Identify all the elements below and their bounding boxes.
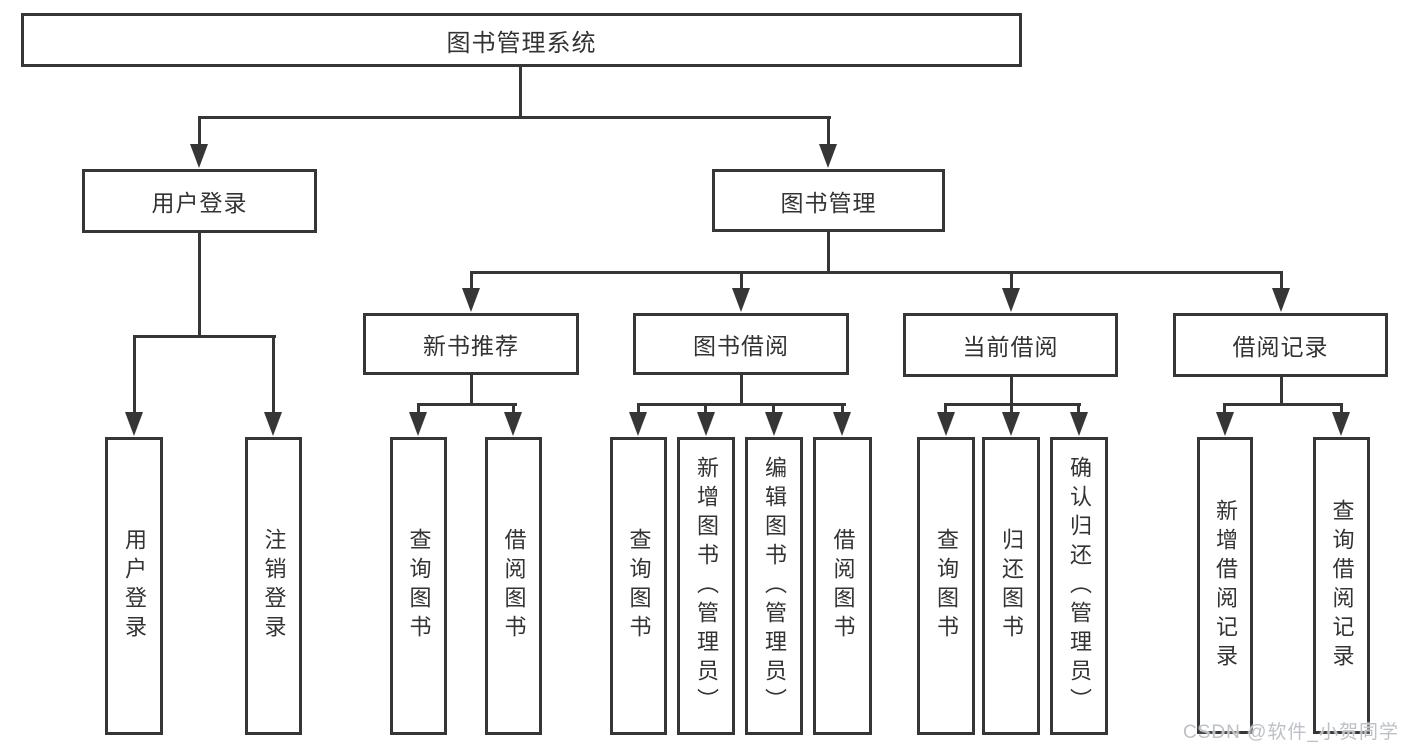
leaf-query-books-borrow: 查询图书	[610, 437, 667, 735]
arrow-to-leaf-edit-book-admin	[765, 412, 783, 436]
arrow-to-borrowing-records	[1272, 288, 1290, 312]
arrow-to-leaf-user-login	[125, 412, 143, 436]
connector-newbook-leaf2-stem	[512, 406, 515, 414]
node-current-borrowing: 当前借阅	[903, 313, 1118, 377]
connector-newbook-branch	[417, 403, 517, 406]
connector-records-leaf2-stem	[1340, 406, 1343, 414]
connector-login-stem	[198, 119, 201, 147]
node-root: 图书管理系统	[21, 13, 1022, 67]
arrow-to-user-login	[190, 144, 208, 168]
arrow-to-book-borrowing	[732, 288, 750, 312]
connector-login-trunk	[198, 233, 201, 337]
connector-newbook-stem	[470, 274, 473, 290]
connector-mgmt-stem	[827, 119, 830, 147]
leaf-add-book-admin: 新增图书（管理员）	[677, 437, 735, 735]
node-borrowing-records: 借阅记录	[1173, 313, 1388, 377]
arrow-to-leaf-query-books-current	[937, 412, 955, 436]
connector-currentborrow-branch	[944, 403, 1081, 406]
arrow-to-leaf-borrow-books	[833, 412, 851, 436]
leaf-borrow-books: 借阅图书	[813, 437, 872, 735]
node-book-management: 图书管理	[712, 169, 945, 232]
leaf-query-books-recommend: 查询图书	[390, 437, 447, 735]
connector-currentborrow-leaf1-stem	[944, 406, 947, 414]
leaf-query-borrow-record: 查询借阅记录	[1313, 437, 1370, 734]
leaf-query-books-current: 查询图书	[917, 437, 975, 735]
leaf-borrow-books-recommend: 借阅图书	[485, 437, 542, 735]
connector-currentborrow-leaf2-stem	[1010, 406, 1013, 414]
connector-records-stem	[1280, 274, 1283, 290]
connector-currentborrow-leaf3-stem	[1077, 406, 1080, 414]
connector-bookborrow-leaf3-stem	[772, 406, 775, 414]
connector-records-leaf1-stem	[1223, 406, 1226, 414]
arrow-to-leaf-add-book-admin	[697, 412, 715, 436]
arrow-to-leaf-return-book	[1002, 412, 1020, 436]
connector-bookborrow-leaf1-stem	[637, 406, 640, 414]
connector-login-leaf2-stem	[272, 338, 275, 414]
connector-mgmt-trunk	[827, 232, 830, 274]
arrow-to-leaf-confirm-return-admin	[1070, 412, 1088, 436]
arrow-to-leaf-add-borrow-record	[1216, 412, 1234, 436]
connector-login-leaf1-stem	[133, 338, 136, 414]
connector-newbook-leaf1-stem	[417, 406, 420, 414]
leaf-confirm-return-admin: 确认归还（管理员）	[1050, 437, 1108, 735]
connector-root-trunk	[519, 67, 522, 119]
arrow-to-leaf-query-books-recommend	[409, 412, 427, 436]
leaf-user-login: 用户登录	[105, 437, 163, 735]
arrow-to-leaf-borrow-books-recommend	[504, 412, 522, 436]
node-book-borrowing: 图书借阅	[633, 313, 849, 375]
arrow-to-leaf-logout	[264, 412, 282, 436]
connector-records-trunk	[1280, 377, 1283, 406]
leaf-edit-book-admin: 编辑图书（管理员）	[745, 437, 803, 735]
connector-login-branch	[133, 335, 276, 338]
leaf-logout: 注销登录	[245, 437, 302, 735]
node-new-book-recommend: 新书推荐	[363, 313, 579, 375]
csdn-watermark: CSDN @软件_小贺同学	[1183, 722, 1399, 743]
connector-records-branch	[1223, 403, 1343, 406]
connector-bookborrow-leaf2-stem	[704, 406, 707, 414]
connector-newbook-trunk	[470, 375, 473, 406]
arrow-to-current-borrowing	[1002, 288, 1020, 312]
connector-bookborrow-branch	[637, 403, 846, 406]
connector-level1-branch	[198, 116, 831, 119]
connector-bookborrow-leaf4-stem	[841, 406, 844, 414]
arrow-to-leaf-query-books-borrow	[629, 412, 647, 436]
connector-bookborrow-stem	[740, 274, 743, 290]
arrow-to-book-management	[819, 144, 837, 168]
node-user-login-branch: 用户登录	[82, 169, 317, 233]
leaf-add-borrow-record: 新增借阅记录	[1197, 437, 1253, 734]
leaf-return-book: 归还图书	[982, 437, 1040, 735]
arrow-to-new-book-recommend	[462, 288, 480, 312]
arrow-to-leaf-query-borrow-record	[1332, 412, 1350, 436]
connector-currentborrow-stem	[1010, 274, 1013, 290]
connector-bookborrow-trunk	[740, 375, 743, 406]
connector-level2-branch	[470, 271, 1283, 274]
connector-currentborrow-trunk	[1010, 377, 1013, 406]
